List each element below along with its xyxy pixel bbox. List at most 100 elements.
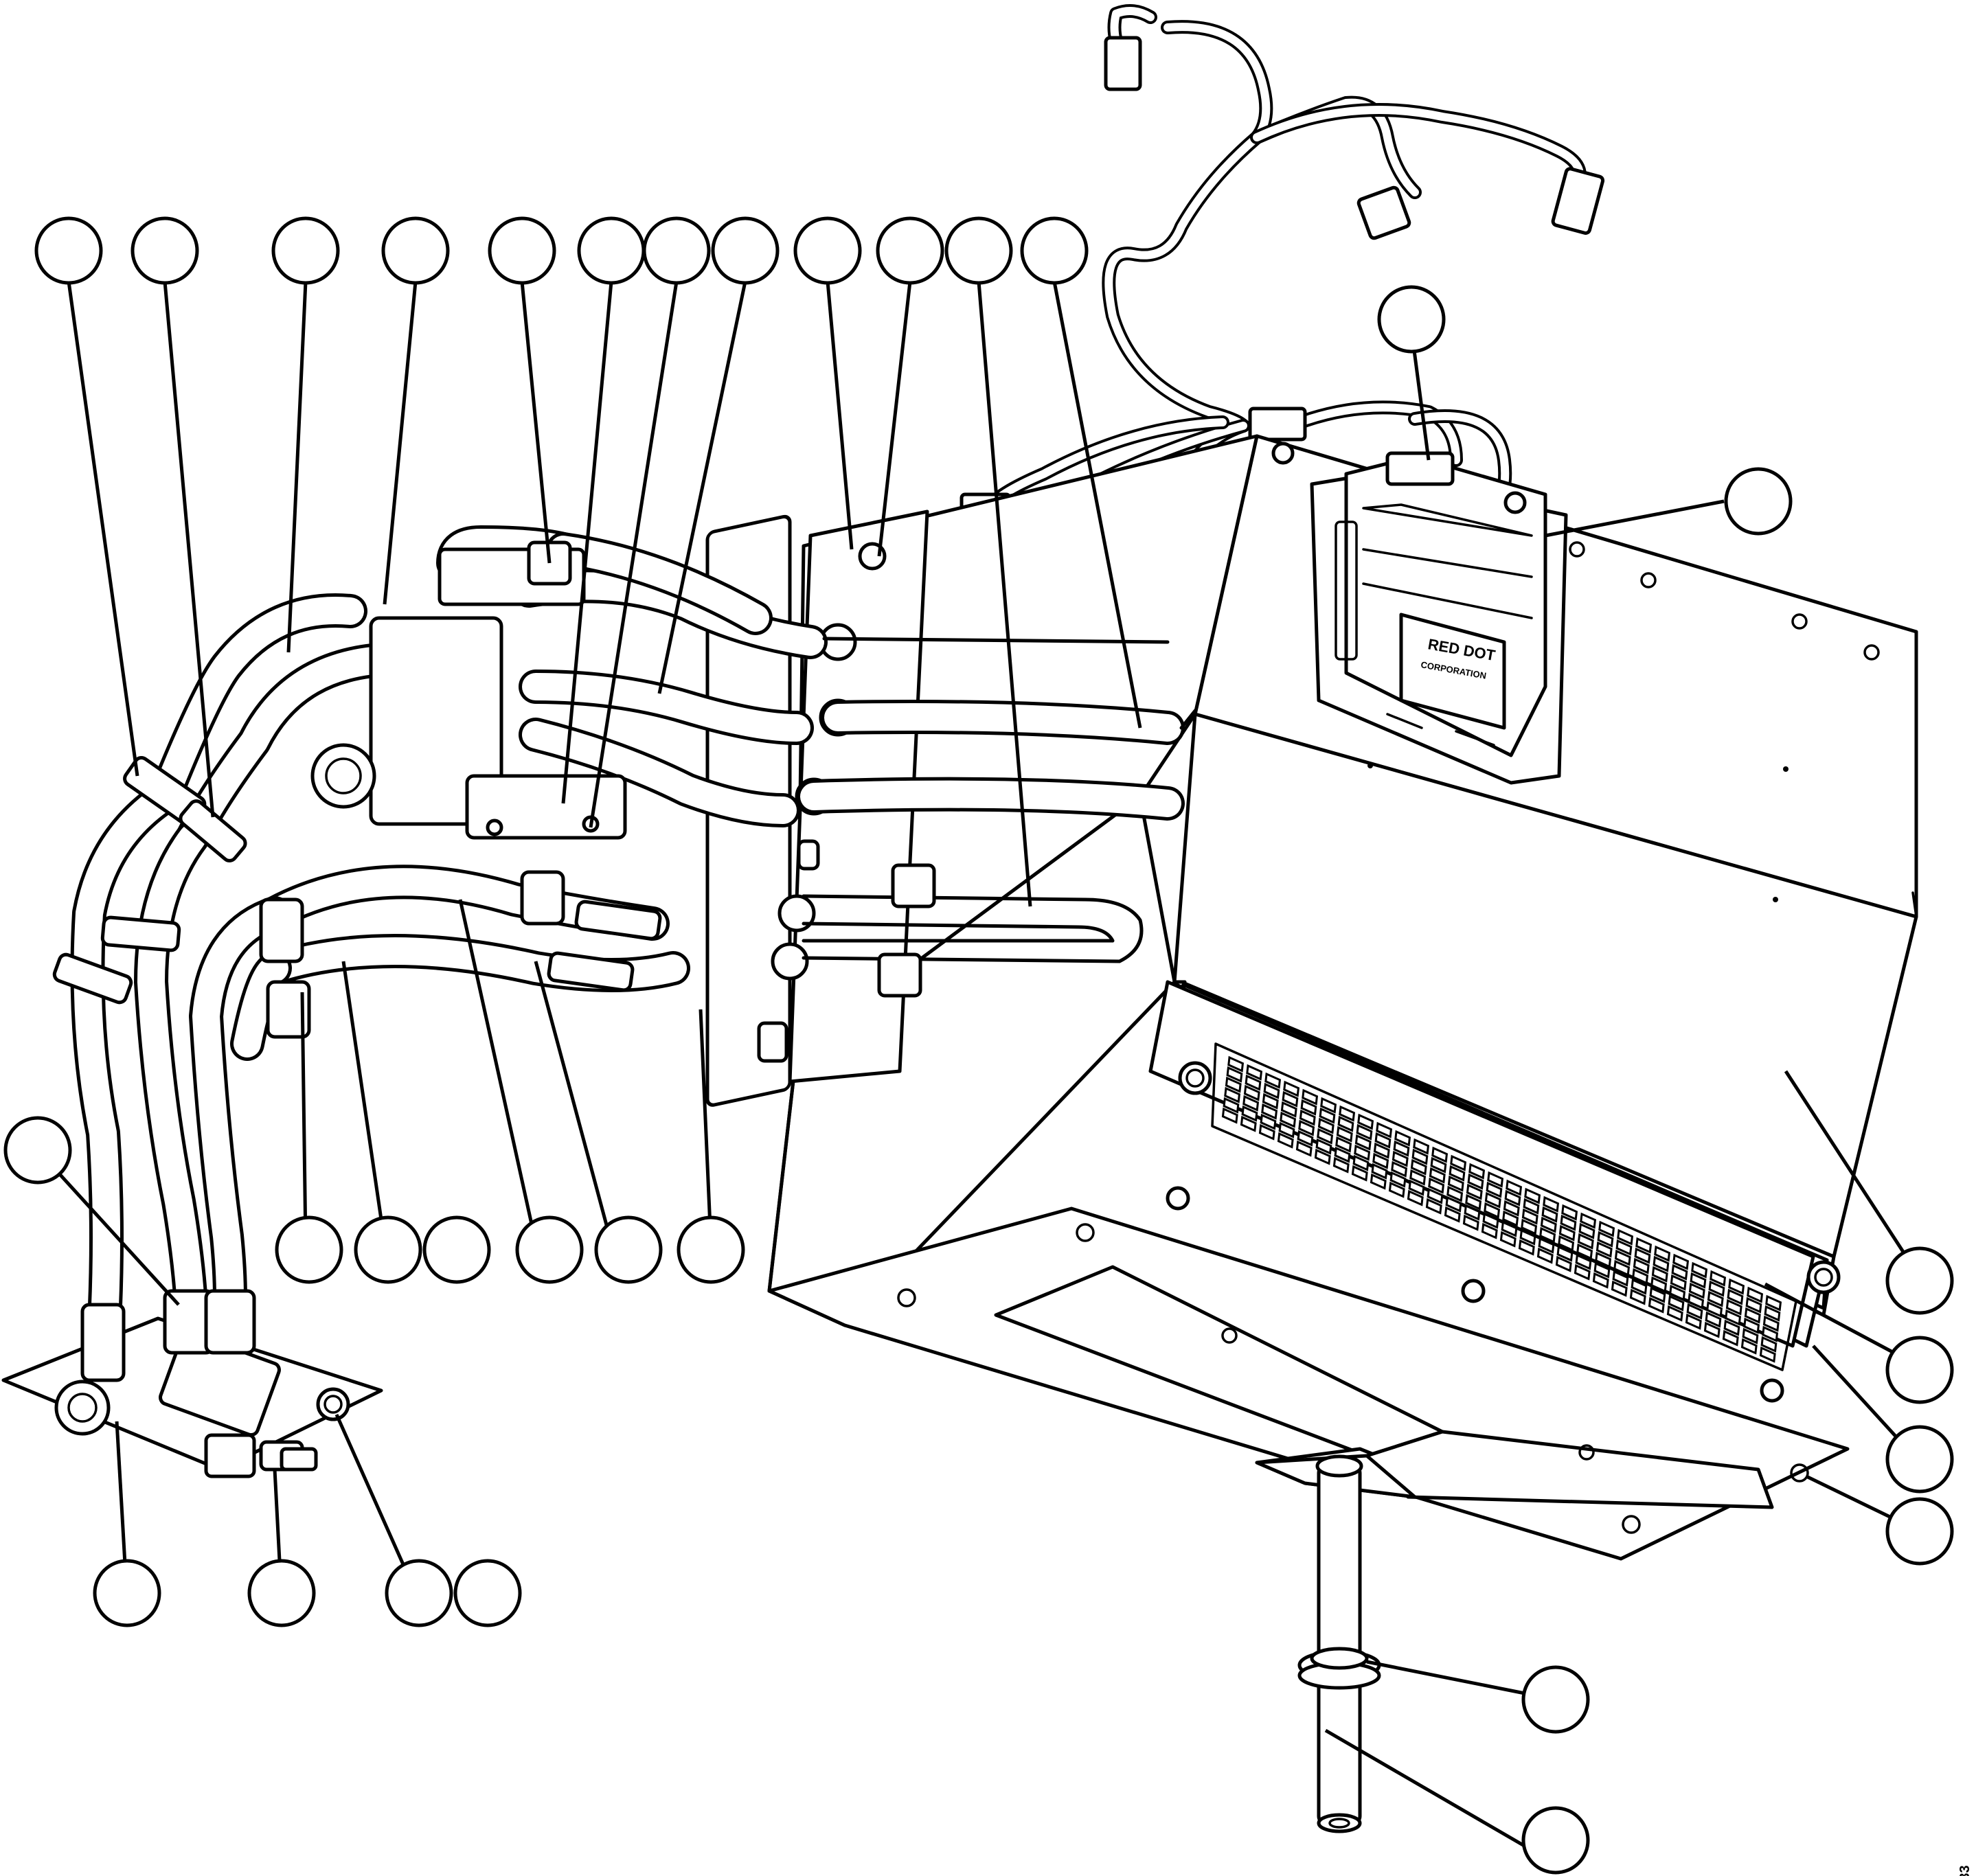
grille-vent-cell: [1427, 1187, 1444, 1204]
mount-bolt: [1271, 442, 1295, 465]
grille-vent-cell: [1409, 1169, 1427, 1186]
grille-vent-cell: [1725, 1309, 1742, 1326]
grille-vent-cell: [1465, 1193, 1482, 1211]
callout-18: [1885, 1497, 1954, 1566]
grille-vent-cell: [1242, 1095, 1260, 1112]
bottom-bracket: [1, 1289, 383, 1478]
grille-vent-cell: [1556, 1245, 1574, 1262]
callout-30: [385, 1559, 453, 1627]
callout-22: [275, 1215, 343, 1284]
grille-vent-cell: [1747, 1286, 1764, 1303]
grille-vent-cell: [1690, 1272, 1707, 1289]
grille-vent-cell: [1558, 1224, 1576, 1242]
figure-number: 68033: [1957, 1865, 1973, 1876]
callout-26: [594, 1215, 663, 1284]
grille-vent-cell: [1468, 1163, 1486, 1180]
grille-vent-cell: [1376, 1121, 1393, 1139]
grille-vent-cell: [1649, 1286, 1666, 1303]
grille-vent-cell: [1560, 1214, 1577, 1231]
port-grommet: [771, 942, 809, 981]
grille-vent-cell: [1263, 1082, 1280, 1099]
grille-vent-cell: [1633, 1257, 1650, 1274]
grille-vent-cell: [1671, 1263, 1688, 1281]
grille-vent-cell: [1354, 1144, 1371, 1161]
hose-clamps: [52, 540, 936, 1039]
grille-vent-cell: [1394, 1130, 1411, 1147]
grille-vent-cell: [1762, 1325, 1779, 1342]
callouts: [3, 216, 1954, 1875]
grille-vent-cell: [1332, 1156, 1350, 1174]
bracket-nut: [54, 1380, 111, 1436]
callout-6: [577, 216, 646, 285]
bottom-duct: [767, 1206, 1850, 1561]
grille-vent-cell: [1536, 1247, 1554, 1264]
grille-vent-cell: [1370, 1173, 1387, 1190]
grille-vent-cell: [1241, 1105, 1258, 1122]
callout-23: [354, 1215, 422, 1284]
grille-vent-cell: [1615, 1239, 1633, 1256]
grille-vent-cell: [1654, 1245, 1671, 1262]
grille-vent-cell: [1710, 1270, 1727, 1287]
grille-vent-cell: [1486, 1181, 1503, 1198]
callout-20: [1521, 1806, 1590, 1875]
grille-vent-cell: [1666, 1305, 1683, 1322]
grille-vent-cell: [1523, 1198, 1540, 1215]
callout-9: [793, 216, 862, 285]
grille-vent-cell: [1466, 1183, 1483, 1200]
coolant-hoses: [70, 525, 1185, 1363]
grille-vent-cell: [1543, 1196, 1560, 1213]
callout-31: [453, 1559, 522, 1627]
harness-connector: [1104, 36, 1142, 91]
port-grommet: [777, 894, 816, 933]
grille-vent-cell: [1653, 1255, 1670, 1272]
grille-vent-cell: [1320, 1097, 1337, 1114]
callout-11: [944, 216, 1013, 285]
callout-25: [515, 1215, 584, 1284]
grille-vent-cell: [1595, 1251, 1612, 1268]
grille-vent-cell: [1260, 1113, 1277, 1130]
grille-vent-cell: [1373, 1142, 1390, 1159]
grille-vent-cell: [1277, 1132, 1294, 1149]
grille-vent-cell: [1504, 1189, 1521, 1206]
grille-vent-cell: [1388, 1181, 1405, 1198]
grille-vent-cell: [1760, 1336, 1778, 1353]
grille-vent-cell: [1742, 1327, 1759, 1345]
grille-vent-cell: [1743, 1317, 1760, 1334]
grille-vent-cell: [1502, 1210, 1519, 1227]
grille-vent-cell: [1407, 1189, 1424, 1206]
grille-vent-cell: [1688, 1292, 1705, 1309]
grille-vent-cell: [1613, 1259, 1631, 1277]
callout-13: [1377, 285, 1446, 354]
grille-vent-cell: [1297, 1130, 1314, 1147]
grille-vent-cell: [1555, 1255, 1572, 1272]
grille-vent-cell: [1261, 1103, 1278, 1120]
grille-screw: [1166, 1186, 1190, 1211]
grille-vent-cell: [1354, 1134, 1372, 1151]
grille-vent-cell: [1669, 1284, 1686, 1301]
grille-vent-cell: [1431, 1146, 1449, 1163]
callout-1: [34, 216, 103, 285]
callout-28: [93, 1559, 161, 1627]
grille-vent-cell: [1450, 1154, 1467, 1171]
callout-19: [1521, 1665, 1590, 1734]
grille-vent-cell: [1597, 1231, 1614, 1248]
grille-vent-cell: [1538, 1237, 1555, 1254]
grille-vent-cell: [1335, 1136, 1352, 1153]
drain-tube: [1297, 1454, 1381, 1833]
harness-connector: [1551, 167, 1605, 235]
grille-vent-cell: [1223, 1097, 1240, 1114]
grille-vent-cell: [1521, 1208, 1538, 1225]
grille-vent-cell: [1336, 1125, 1353, 1143]
callout-2: [130, 216, 199, 285]
grille-vent-cell: [1389, 1171, 1407, 1188]
grille-vent-cell: [1226, 1066, 1243, 1083]
grille-vent-cell: [1686, 1303, 1703, 1320]
grille-vent-cell: [1672, 1253, 1690, 1270]
nameplate: [1399, 613, 1506, 730]
grille-vent-cell: [1519, 1228, 1536, 1246]
grille-vent-cell: [1723, 1319, 1740, 1336]
grille-vent-cell: [1356, 1123, 1373, 1141]
grille-vent-cell: [1393, 1140, 1410, 1157]
grille-vent-cell: [1411, 1148, 1429, 1165]
grille-vent-cell: [1302, 1088, 1319, 1106]
